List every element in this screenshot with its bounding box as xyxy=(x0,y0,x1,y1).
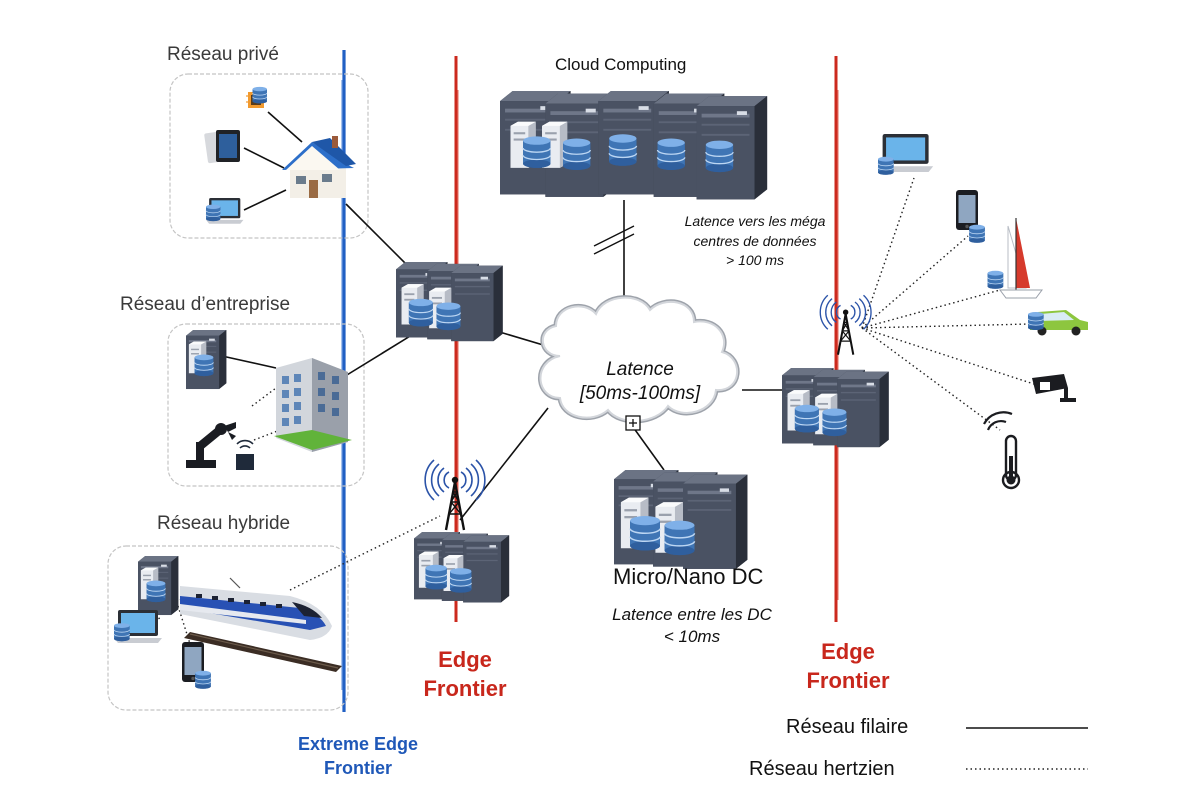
cloud-computing-title: Cloud Computing xyxy=(555,55,687,74)
cloud-latency-line-1: Latence xyxy=(606,359,674,380)
edge-frontier-right-line-2: Frontier xyxy=(806,667,890,693)
cell-tower-icon xyxy=(819,294,873,356)
private-network-box xyxy=(169,73,369,239)
laptop-icon xyxy=(113,610,162,643)
extreme-edge-line-1: Extreme Edge xyxy=(297,734,419,754)
edge-frontier-left-line-2: Frontier xyxy=(423,675,507,701)
extreme-edge-frontier-label: Extreme Edge Frontier xyxy=(278,732,438,781)
edge-frontier-left-line-1: Edge xyxy=(438,647,492,672)
security-camera-icon xyxy=(1032,374,1076,402)
cloud-icon xyxy=(538,295,740,424)
latency-dc-line-1: Latence entre les DC xyxy=(612,605,772,624)
laptop-icon xyxy=(877,134,934,176)
legend-wireless-label: Réseau hertzien xyxy=(749,758,895,780)
latency-between-dc-label: Latence entre les DC < 10ms xyxy=(580,604,804,648)
latency-mega-line-3: > 100 ms xyxy=(726,252,784,269)
house-icon xyxy=(282,136,356,198)
latency-dc-line-2: < 10ms xyxy=(663,627,721,647)
cloud-latency-line-2: [50ms-100ms] xyxy=(579,382,701,404)
chip-icon xyxy=(246,86,268,108)
robot-arm-icon xyxy=(186,422,236,468)
train-icon xyxy=(180,577,342,672)
smartphone-icon xyxy=(182,642,212,690)
edge-frontier-right-line-1: Edge xyxy=(821,639,875,664)
hybrid-network-label: Réseau hybride xyxy=(157,513,291,534)
edge-server-cluster xyxy=(396,262,503,341)
wifi-sensor-icon xyxy=(236,439,254,470)
enterprise-network-box xyxy=(167,323,365,487)
thermometer-icon xyxy=(983,411,1021,490)
legend-wired-label: Réseau filaire xyxy=(786,716,909,738)
server-rack-icon xyxy=(186,330,226,389)
private-network-label: Réseau privé xyxy=(167,44,279,65)
edge-server-cluster xyxy=(414,532,509,603)
link-break-mark xyxy=(593,225,635,255)
enterprise-network-label: Réseau d’entreprise xyxy=(120,294,291,315)
edge-frontier-label-right: Edge Frontier xyxy=(783,638,913,695)
tablet-icon xyxy=(204,130,240,164)
edge-server-cluster xyxy=(782,368,889,447)
cloud-datacenter-cluster xyxy=(500,91,768,200)
sailboat-icon xyxy=(987,218,1043,299)
extreme-edge-line-2: Frontier xyxy=(323,758,392,779)
wireless-links xyxy=(151,177,1041,651)
latency-mega-line-2: centres de données xyxy=(693,232,817,249)
micro-nano-dc-cluster xyxy=(614,470,747,569)
cloud-latency-label: Latence [50ms-100ms] xyxy=(565,358,715,406)
office-building-icon xyxy=(274,358,352,452)
server-rack-icon xyxy=(138,556,178,615)
car-icon xyxy=(1027,310,1088,336)
edge-frontier-label-left: Edge Frontier xyxy=(400,646,530,703)
edge-frontier-line-right xyxy=(834,56,839,622)
laptop-icon xyxy=(205,198,244,224)
latency-mega-line-1: Latence vers les méga xyxy=(684,213,826,229)
hybrid-network-box xyxy=(107,545,349,711)
latency-mega-dc-label: Latence vers les méga centres de données… xyxy=(660,212,850,271)
micro-nano-dc-label: Micro/Nano DC xyxy=(613,564,764,589)
smartphone-icon xyxy=(956,190,986,244)
expand-icon[interactable] xyxy=(625,415,641,431)
